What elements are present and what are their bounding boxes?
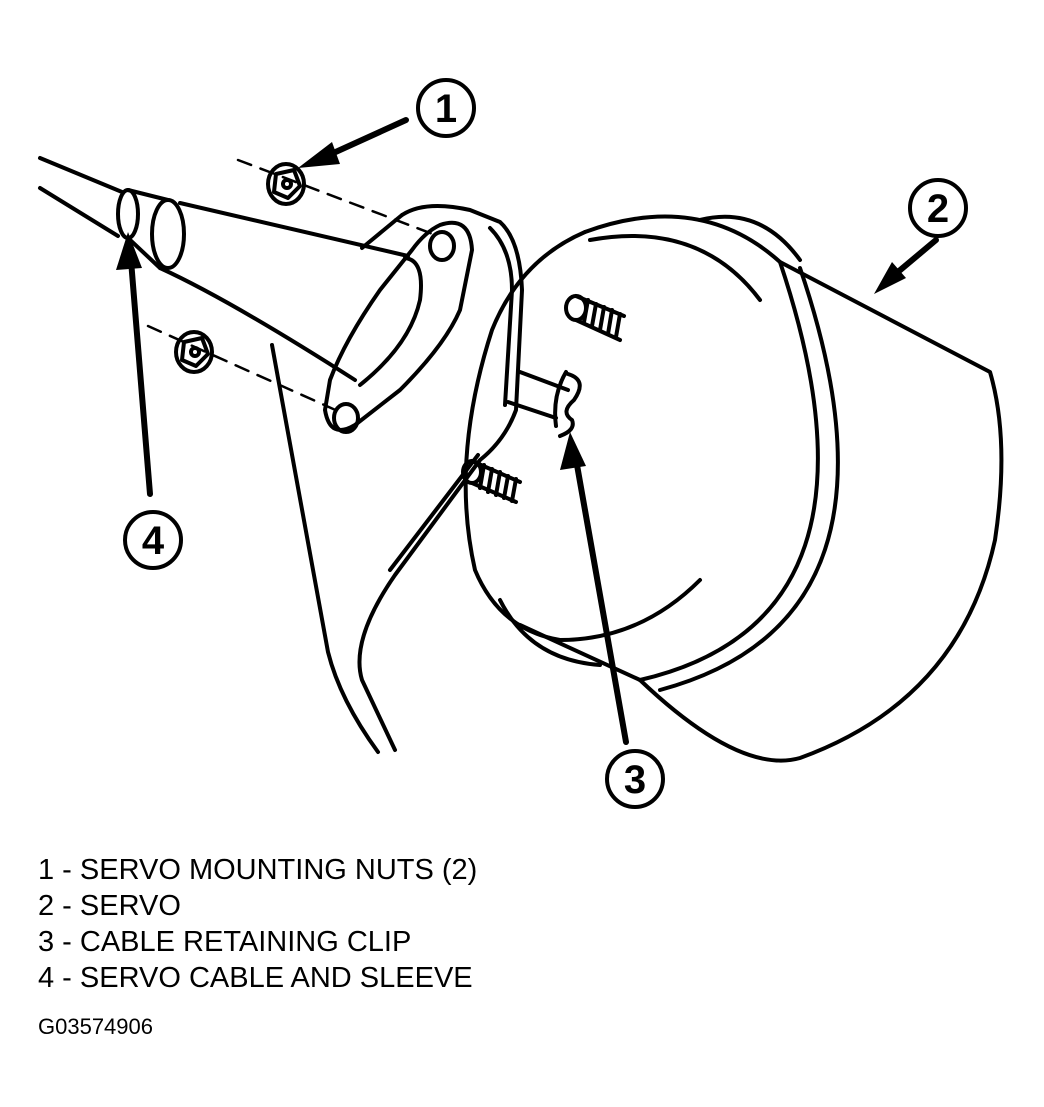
cable-flange (323, 220, 474, 434)
callout-number-2: 2 (927, 187, 949, 231)
alignment-lines (146, 158, 440, 414)
servo-stud-upper (564, 294, 626, 342)
legend-item: 1 - SERVO MOUNTING NUTS (2) (38, 854, 478, 886)
arrowhead-4 (116, 232, 142, 270)
servo-assembly-illustration: 1 2 3 4 (38, 78, 1004, 809)
servo-stud-lower (461, 459, 522, 504)
callout-circle-2 (908, 178, 968, 238)
legend-item: 4 - SERVO CABLE AND SLEEVE (38, 962, 473, 994)
callout-number-4: 4 (142, 519, 165, 563)
arrowhead-2 (874, 262, 906, 294)
callout-number-1: 1 (435, 87, 457, 131)
callout-circles (123, 78, 968, 809)
legend-item: 3 - CABLE RETAINING CLIP (38, 926, 412, 958)
callout-number-3: 3 (624, 758, 646, 802)
callout-circle-3 (605, 749, 665, 809)
servo-cable-and-sleeve (38, 156, 410, 382)
callout-circle-4 (123, 510, 183, 570)
mounting-nut-lower (174, 330, 214, 374)
servo-body (463, 214, 1004, 763)
arrowhead-1 (298, 142, 340, 168)
parts-legend: 1 - SERVO MOUNTING NUTS (2) 2 - SERVO 3 … (38, 852, 477, 996)
mounting-bracket (270, 204, 524, 754)
callout-circle-1 (416, 78, 476, 138)
cable-retaining-clip (506, 370, 582, 438)
arrowhead-3 (560, 432, 586, 470)
figure-code: G03574906 (38, 1014, 153, 1039)
legend-item: 2 - SERVO (38, 890, 181, 922)
mounting-nut-upper (266, 162, 306, 206)
